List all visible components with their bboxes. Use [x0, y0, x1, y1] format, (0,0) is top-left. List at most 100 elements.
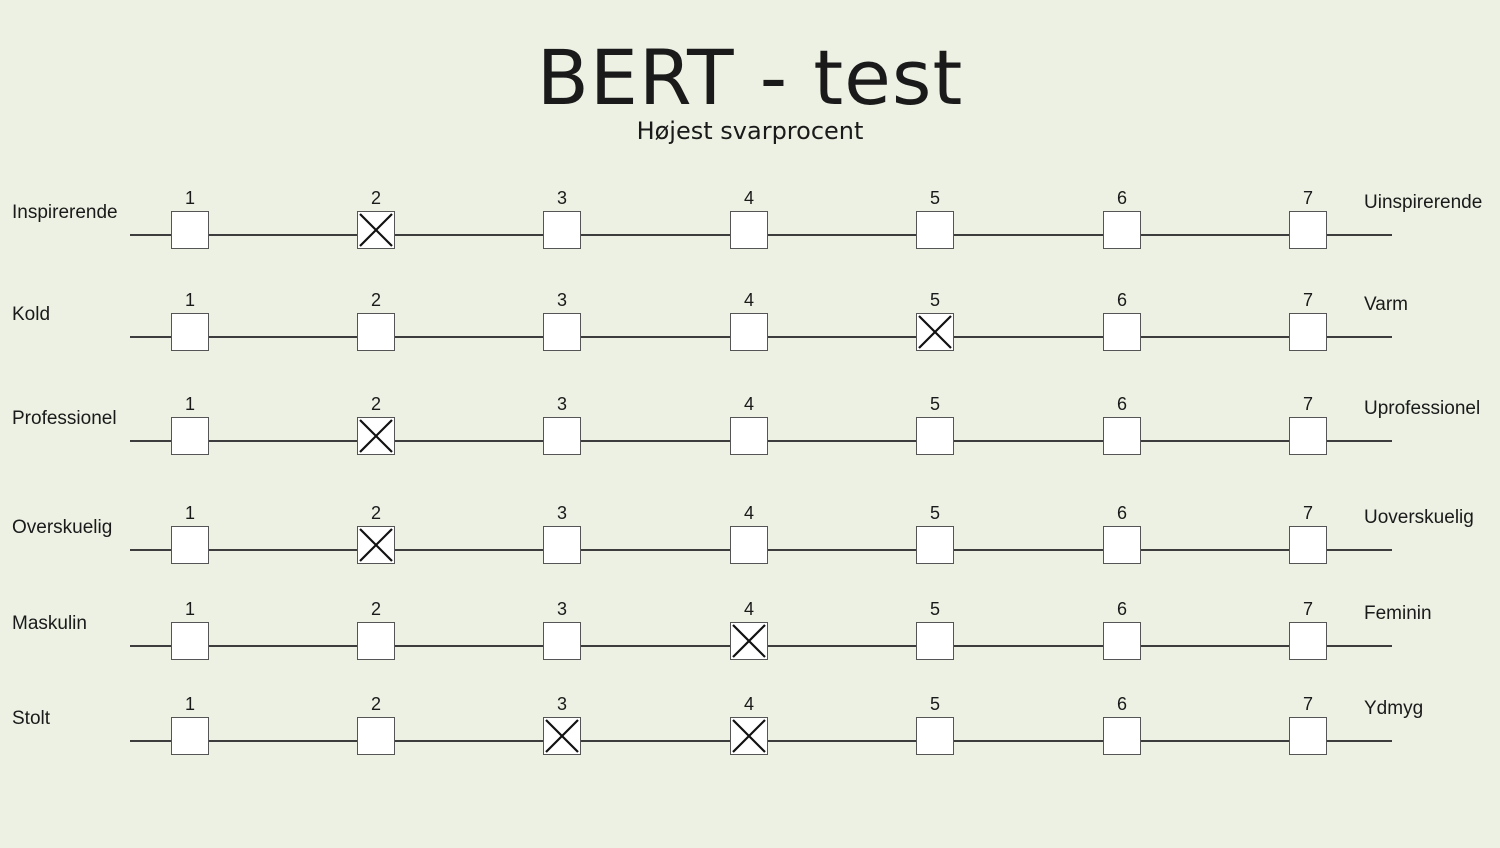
scale-point: 6 — [1102, 694, 1142, 756]
scale-number: 1 — [184, 188, 195, 208]
scale-number: 5 — [929, 599, 940, 619]
scale-point: 5 — [915, 290, 955, 352]
checkbox[interactable] — [543, 211, 581, 249]
checkbox-checked[interactable] — [357, 526, 395, 564]
scale-point: 1 — [170, 503, 210, 565]
scale-point: 2 — [356, 503, 396, 565]
scale-point: 1 — [170, 694, 210, 756]
checkbox[interactable] — [730, 211, 768, 249]
checkbox[interactable] — [916, 211, 954, 249]
scale-number: 7 — [1302, 394, 1313, 414]
scale-number: 3 — [556, 599, 567, 619]
checkbox[interactable] — [357, 622, 395, 660]
right-pole-label: Ydmyg — [1364, 698, 1424, 719]
checkbox[interactable] — [357, 717, 395, 755]
checkbox-checked[interactable] — [543, 717, 581, 755]
checkbox-checked[interactable] — [730, 717, 768, 755]
scale-number: 4 — [743, 503, 754, 523]
scale-point: 2 — [356, 394, 396, 456]
checkbox[interactable] — [916, 717, 954, 755]
checkbox[interactable] — [1289, 526, 1327, 564]
checkbox[interactable] — [171, 717, 209, 755]
scale-point: 3 — [542, 503, 582, 565]
checkbox-checked[interactable] — [916, 313, 954, 351]
scale-point: 5 — [915, 188, 955, 250]
checkbox[interactable] — [916, 417, 954, 455]
scale-number: 3 — [556, 503, 567, 523]
scale-point: 5 — [915, 599, 955, 661]
scale-point: 4 — [729, 503, 769, 565]
checkbox[interactable] — [543, 526, 581, 564]
scale-point: 1 — [170, 188, 210, 250]
left-pole-label: Inspirerende — [12, 202, 118, 223]
scale-point: 6 — [1102, 188, 1142, 250]
checkbox[interactable] — [171, 417, 209, 455]
right-pole-label: Feminin — [1364, 603, 1432, 624]
checkbox[interactable] — [1103, 211, 1141, 249]
scale-point: 7 — [1288, 394, 1328, 456]
checkbox[interactable] — [171, 526, 209, 564]
scale-number: 3 — [556, 188, 567, 208]
checkbox[interactable] — [1289, 622, 1327, 660]
page-subtitle: Højest svarprocent — [636, 117, 864, 145]
scale-number: 2 — [370, 394, 381, 414]
scale-number: 7 — [1302, 188, 1313, 208]
scale-number: 3 — [556, 694, 567, 714]
checkbox-checked[interactable] — [357, 211, 395, 249]
checkbox[interactable] — [171, 622, 209, 660]
scale-number: 1 — [184, 503, 195, 523]
left-pole-label: Professionel — [12, 408, 117, 429]
scale-point: 1 — [170, 599, 210, 661]
scale-point: 4 — [729, 394, 769, 456]
checkbox[interactable] — [543, 417, 581, 455]
checkbox[interactable] — [1289, 211, 1327, 249]
checkbox[interactable] — [730, 526, 768, 564]
scale-number: 1 — [184, 290, 195, 310]
scale-number: 7 — [1302, 694, 1313, 714]
left-pole-label: Stolt — [12, 708, 51, 729]
scale-point: 4 — [729, 694, 769, 756]
scale-number: 6 — [1116, 503, 1127, 523]
left-pole-label: Overskuelig — [12, 517, 113, 538]
scale-number: 4 — [743, 599, 754, 619]
checkbox[interactable] — [357, 313, 395, 351]
checkbox[interactable] — [730, 417, 768, 455]
checkbox[interactable] — [1289, 417, 1327, 455]
scale-point: 6 — [1102, 394, 1142, 456]
scale-number: 6 — [1116, 394, 1127, 414]
checkbox[interactable] — [1103, 417, 1141, 455]
checkbox[interactable] — [1289, 717, 1327, 755]
checkbox[interactable] — [1103, 717, 1141, 755]
checkbox-checked[interactable] — [730, 622, 768, 660]
scale-number: 5 — [929, 290, 940, 310]
scale-point: 3 — [542, 394, 582, 456]
checkbox[interactable] — [171, 313, 209, 351]
x-mark-icon — [545, 719, 579, 753]
left-pole-label: Maskulin — [12, 613, 87, 634]
scale-point: 4 — [729, 599, 769, 661]
scale-point: 4 — [729, 290, 769, 352]
checkbox[interactable] — [1289, 313, 1327, 351]
scale-point: 3 — [542, 188, 582, 250]
checkbox[interactable] — [916, 622, 954, 660]
checkbox-checked[interactable] — [357, 417, 395, 455]
scale-point: 5 — [915, 503, 955, 565]
x-mark-icon — [732, 624, 766, 658]
scale-number: 4 — [743, 694, 754, 714]
checkbox[interactable] — [916, 526, 954, 564]
page-title: BERT - test — [536, 33, 964, 122]
checkbox[interactable] — [1103, 622, 1141, 660]
checkbox[interactable] — [171, 211, 209, 249]
checkbox[interactable] — [543, 622, 581, 660]
scale-point: 6 — [1102, 290, 1142, 352]
scale-point: 7 — [1288, 694, 1328, 756]
checkbox[interactable] — [1103, 526, 1141, 564]
scale-point: 2 — [356, 694, 396, 756]
checkbox[interactable] — [1103, 313, 1141, 351]
checkbox[interactable] — [730, 313, 768, 351]
checkbox[interactable] — [543, 313, 581, 351]
